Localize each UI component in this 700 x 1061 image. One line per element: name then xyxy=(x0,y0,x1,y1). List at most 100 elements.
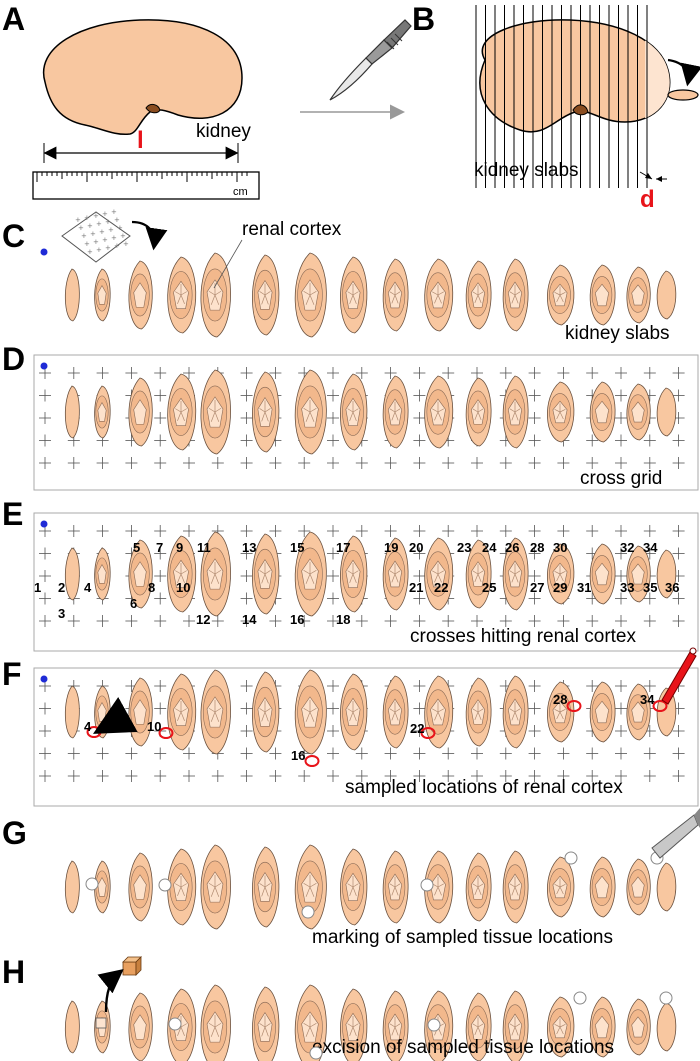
sampled-number: 34 xyxy=(640,692,655,707)
kidney-slab xyxy=(64,685,80,739)
cross-number: 8 xyxy=(148,580,155,595)
cross-number: 7 xyxy=(156,540,163,555)
cross-number: 11 xyxy=(197,540,211,555)
kidney-slab xyxy=(340,673,368,751)
kidney-slab xyxy=(424,537,454,611)
cross-number: 12 xyxy=(196,612,210,627)
cross-number: 24 xyxy=(482,540,497,555)
panel-caption: cross grid xyxy=(580,468,662,489)
kidney-slab xyxy=(424,375,454,449)
cross-number: 35 xyxy=(643,580,657,595)
excised-hole xyxy=(168,1017,182,1031)
kidney-slab xyxy=(294,984,327,1061)
ruler-unit: cm xyxy=(233,186,248,198)
svg-text:+: + xyxy=(84,214,90,222)
cross-number: 23 xyxy=(457,540,471,555)
sample-mark xyxy=(158,878,172,892)
kidney-slab xyxy=(200,252,231,338)
kidney-slab xyxy=(167,373,197,451)
kidney-slab xyxy=(128,377,153,447)
panel-letter-e: E xyxy=(2,496,23,532)
ruler: cm xyxy=(32,171,260,200)
kidney-slab xyxy=(94,385,111,439)
excised-hole xyxy=(659,991,673,1005)
svg-text:+: + xyxy=(75,216,81,224)
kidney-slab xyxy=(64,547,80,601)
kidney-slab xyxy=(200,844,231,930)
thickness-label: d xyxy=(640,186,655,213)
kidney-slab xyxy=(547,264,575,326)
panel-letter-b: B xyxy=(412,1,435,37)
kidney-slab xyxy=(656,1002,677,1052)
kidney-slab xyxy=(340,256,368,334)
whole-kidney xyxy=(42,19,243,136)
svg-text:+: + xyxy=(117,224,123,232)
kidney-slab xyxy=(502,375,529,449)
kidney-slab xyxy=(294,369,327,455)
cross-number: 5 xyxy=(133,540,140,555)
svg-text:+: + xyxy=(114,242,120,250)
panel-letter-a: A xyxy=(2,1,25,37)
slabs-label: kidney slabs xyxy=(474,160,579,181)
cross-number: 10 xyxy=(176,580,190,595)
kidney-slab xyxy=(340,988,368,1061)
cross-number: 26 xyxy=(505,540,519,555)
sample-mark xyxy=(420,878,434,892)
svg-text:+: + xyxy=(123,240,129,248)
panel-b: B kidney slabs d xyxy=(412,1,700,213)
panel-letter-c: C xyxy=(2,218,25,254)
svg-text:+: + xyxy=(114,216,120,224)
cross-number: 17 xyxy=(336,540,350,555)
kidney-slab xyxy=(465,852,492,922)
curved-arrow-icon xyxy=(131,220,168,251)
kidney-slab xyxy=(589,543,616,605)
panel-caption: excision of sampled tissue locations xyxy=(312,1037,614,1058)
kidney-slab xyxy=(589,264,616,326)
cross-number: 9 xyxy=(176,540,183,555)
svg-text:+: + xyxy=(96,246,102,254)
svg-text:+: + xyxy=(120,232,126,240)
knife-icon xyxy=(651,808,700,859)
excised-hole xyxy=(427,1018,441,1032)
sampled-number: 10 xyxy=(147,719,161,734)
excised-site xyxy=(95,1017,107,1029)
kidney-slab xyxy=(547,856,575,918)
kidney-slab xyxy=(382,258,409,332)
kidney-slab xyxy=(200,669,231,755)
kidney-slab xyxy=(589,681,616,743)
panel-frame xyxy=(33,667,699,807)
origin-dot xyxy=(40,248,48,256)
excised-hole xyxy=(309,1046,323,1060)
kidney-slab xyxy=(382,990,409,1061)
sample-mark xyxy=(564,851,578,865)
arrow-icon xyxy=(93,696,138,734)
panel-caption: kidney slabs xyxy=(565,323,670,344)
cross-number: 32 xyxy=(620,540,634,555)
panel-letter-g: G xyxy=(2,815,27,851)
kidney-slab xyxy=(94,268,111,322)
cross-number: 13 xyxy=(242,540,256,555)
svg-text:+: + xyxy=(81,232,87,240)
kidney-slab xyxy=(626,998,651,1056)
kidney-slab xyxy=(340,535,368,613)
svg-text:+: + xyxy=(84,240,90,248)
kidney-slab xyxy=(626,858,651,916)
kidney-slab xyxy=(167,848,197,926)
svg-text:+: + xyxy=(78,224,84,232)
cross-number: 25 xyxy=(482,580,496,595)
panel-caption: crosses hitting renal cortex xyxy=(410,626,636,647)
cross-number: 21 xyxy=(409,580,423,595)
kidney-slab xyxy=(382,375,409,449)
svg-text:+: + xyxy=(102,236,108,244)
kidney-slab xyxy=(626,383,651,441)
sampled-location-marker xyxy=(566,700,582,712)
panel-a: A kidney l cm xyxy=(2,1,260,200)
kidney-slab xyxy=(382,675,409,749)
kidney-slab xyxy=(502,850,529,924)
kidney-slab xyxy=(94,547,111,601)
kidney-slab xyxy=(294,531,327,617)
kidney-slab xyxy=(382,850,409,924)
panel-frame xyxy=(33,512,699,652)
svg-text:+: + xyxy=(111,234,117,242)
